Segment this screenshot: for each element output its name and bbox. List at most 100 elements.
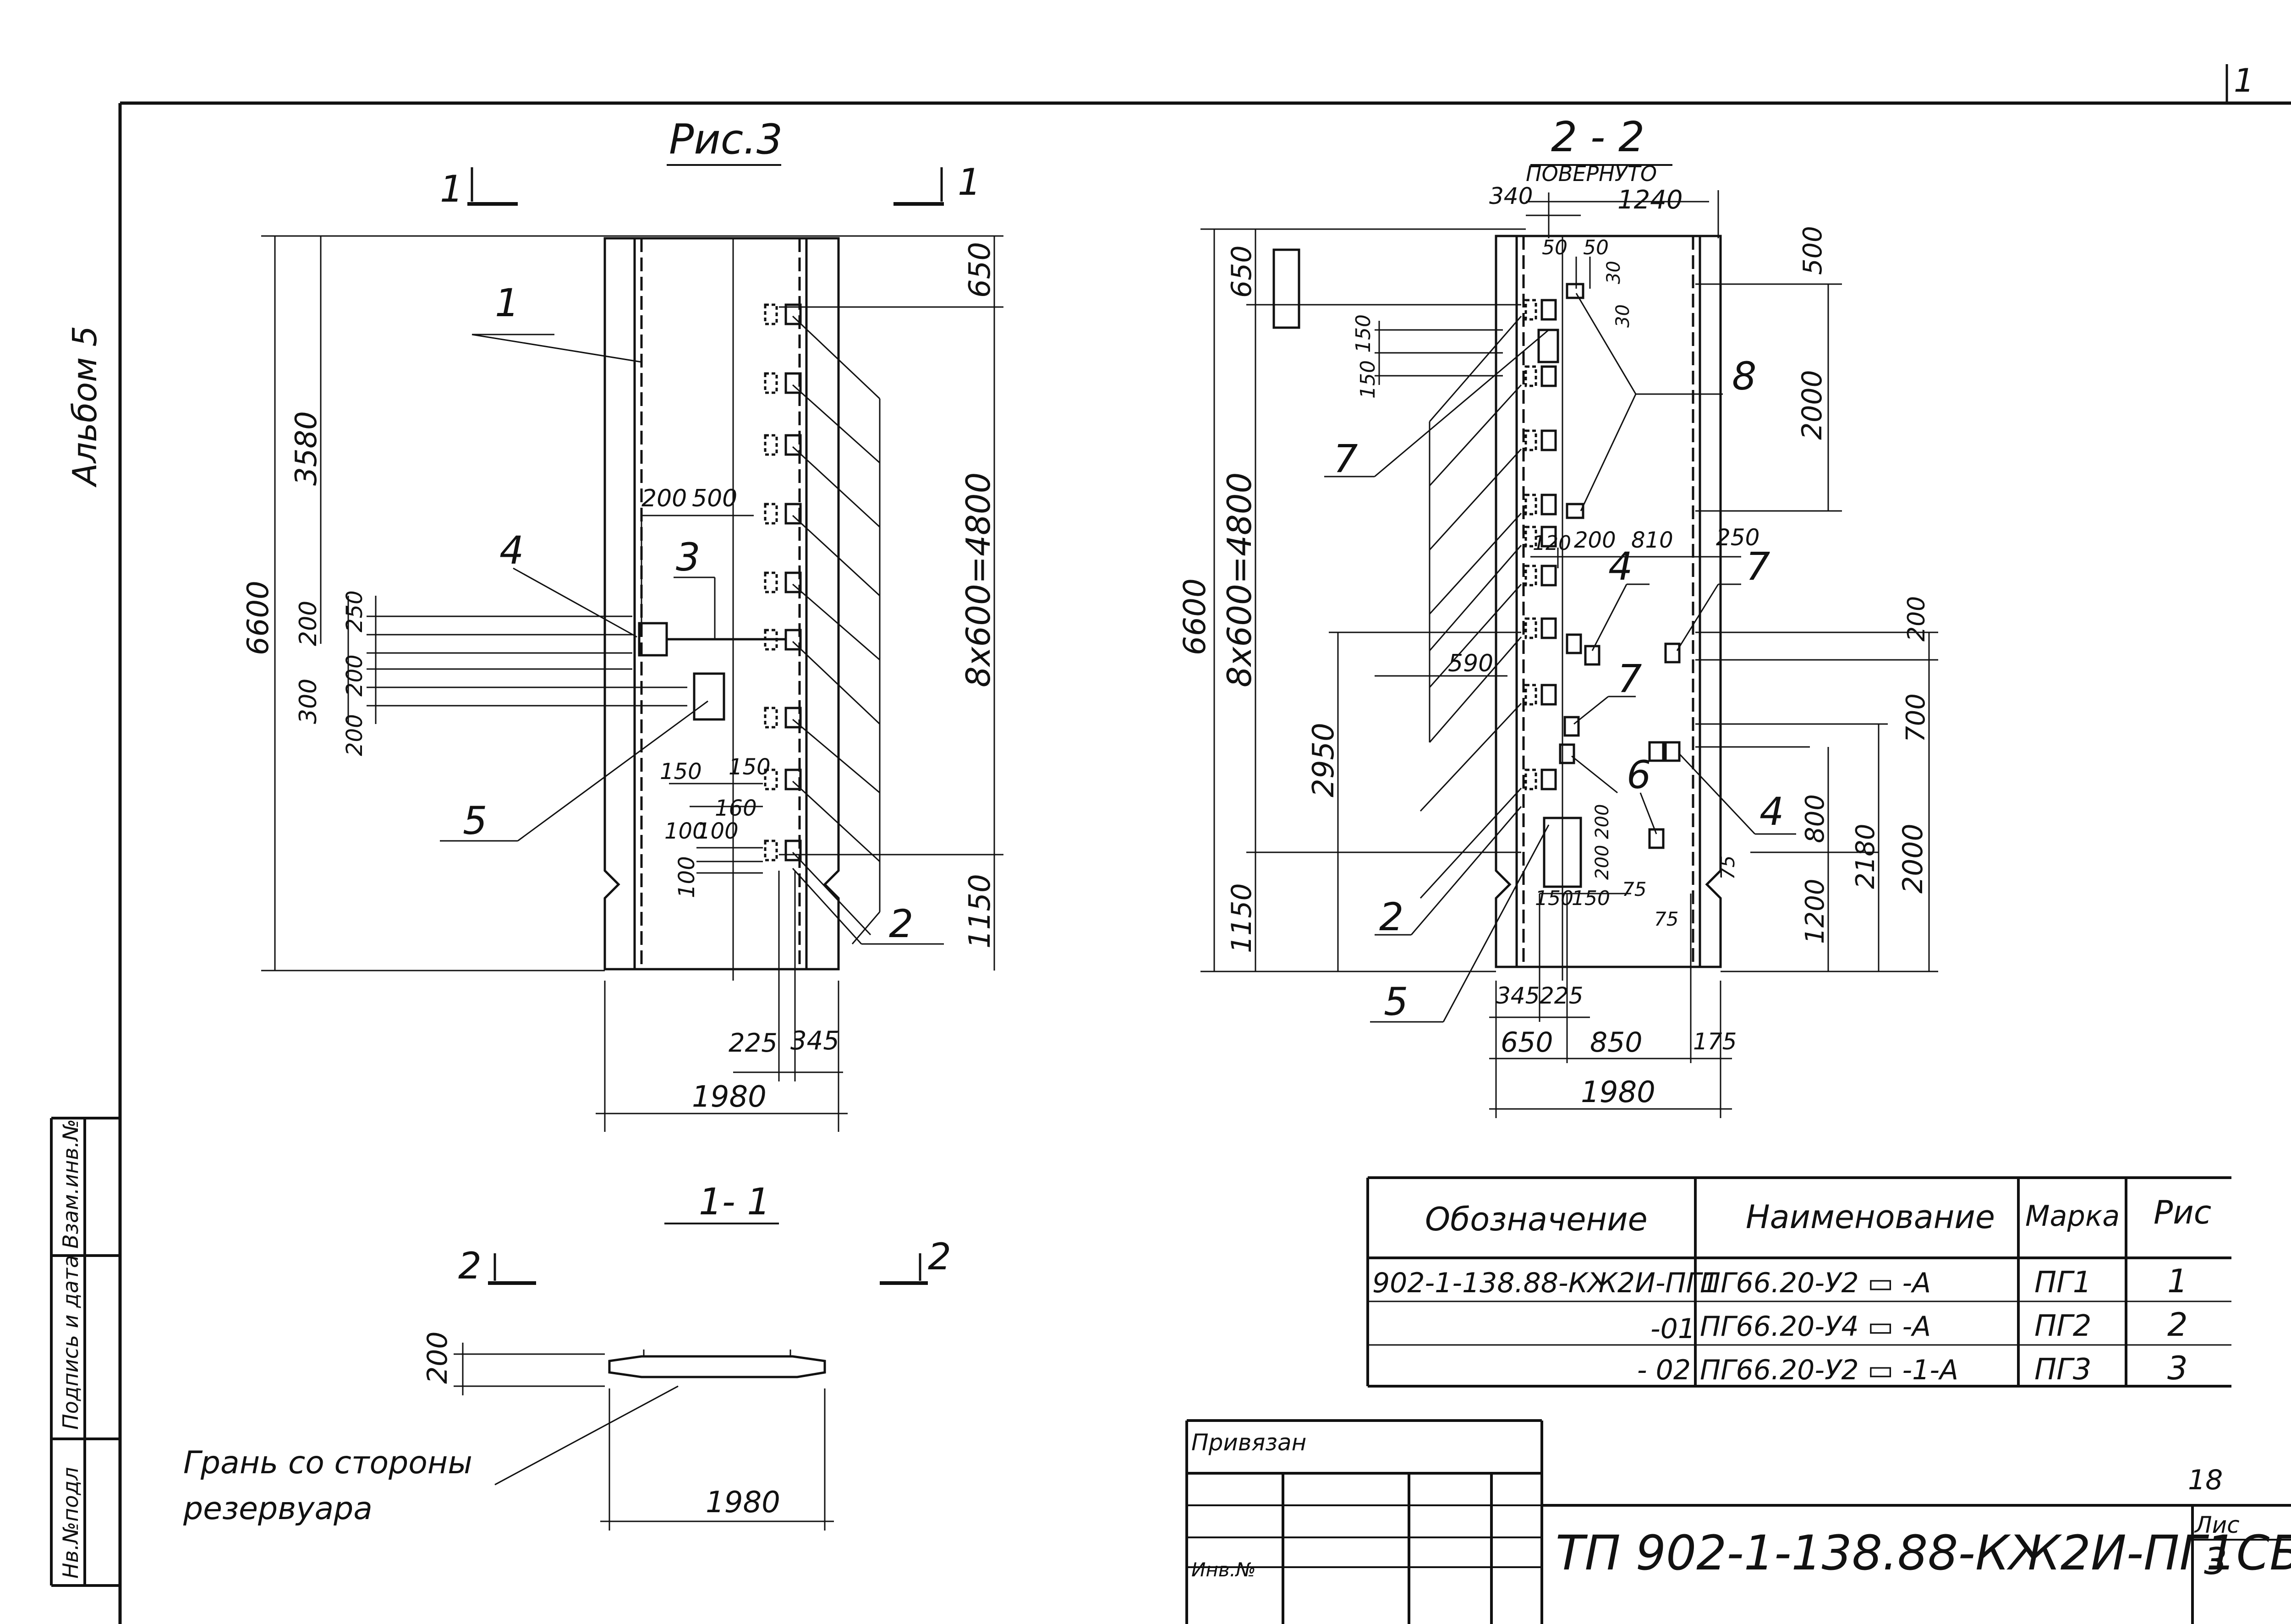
- fig3-dim-1980: 1980: [692, 1080, 767, 1114]
- fig3-dim-8x600: 8x600=4800: [959, 472, 998, 687]
- fig3-dim-500: 500: [692, 485, 737, 512]
- fig3-callout-5: 5: [463, 798, 487, 843]
- section22-dim-2180: 2180: [1851, 823, 1880, 889]
- fig3-title: Рис.3: [669, 115, 783, 164]
- section22-dim-1200: 1200: [1800, 878, 1830, 944]
- section22-dim-200: 200: [1574, 527, 1616, 553]
- section22-dim-200-r: 200: [1903, 596, 1930, 642]
- section22-callout-2: 2: [1379, 894, 1403, 939]
- spec-row3-fig: 3: [2167, 1350, 2188, 1387]
- section22-callout-8: 8: [1732, 354, 1756, 399]
- fig3-dim-160: 160: [715, 796, 757, 821]
- section-2-2-labels: 2 - 2 ПОВЕРНУТО 340 1240 650 6600 8x600=…: [1177, 113, 1931, 1109]
- fig3-callout-2: 2: [889, 901, 913, 946]
- fig3-dim-200: 200: [641, 485, 687, 512]
- side-stamp-text: Нв.№подл Подпись и дата Взам.инв.№: [58, 1119, 83, 1579]
- fig3-dim-150a: 150: [660, 759, 702, 785]
- section22-dim-6600: 6600: [1177, 578, 1212, 655]
- section22-callout-4a: 4: [1608, 544, 1633, 589]
- stamp-inv-podl: Нв.№подл: [58, 1467, 83, 1579]
- section-2-2: [1200, 164, 1938, 1118]
- spec-row1-fig: 1: [2167, 1262, 2188, 1300]
- page-number: 18: [2188, 1464, 2223, 1496]
- fig3-dim-225: 225: [729, 1028, 778, 1058]
- section11-dim-200: 200: [422, 1331, 454, 1384]
- sheet-number: 3: [2204, 1540, 2227, 1583]
- doc-code: ТП 902-1-138.88-КЖ2И-ПГ1СБ: [1556, 1525, 2291, 1581]
- fig3-dim-100c: 100: [674, 856, 700, 898]
- section22-dim-150c: 150: [1535, 887, 1573, 910]
- title-block: [1185, 1419, 2291, 1624]
- fig3-dim-100b: 100: [696, 818, 739, 844]
- fig3-callout-1: 1: [495, 280, 519, 325]
- fig3-callout-4: 4: [499, 528, 524, 573]
- spec-header-mark: Марка: [2025, 1199, 2120, 1233]
- section22-dim-650b: 650: [1501, 1026, 1553, 1059]
- section-1-1-labels: 1- 1 2 2 200 1980 Грань со стороны резер…: [183, 1180, 951, 1527]
- fig3-dim-200a: 200: [295, 601, 322, 646]
- section22-callout-7b: 7: [1746, 544, 1770, 589]
- figure-3: [261, 164, 1003, 1132]
- spec-header-designation: Обозначение: [1425, 1201, 1648, 1238]
- spec-row2-mark: ПГ2: [2034, 1309, 2092, 1343]
- spec-row2-fig: 2: [2167, 1306, 2188, 1344]
- fig3-callout-3: 3: [676, 535, 700, 580]
- spec-table: [1366, 1176, 2231, 1388]
- section22-callout-7c: 7: [1617, 656, 1642, 701]
- section11-dim-1980: 1980: [706, 1486, 780, 1520]
- stamp-vzam-inv: Взам.инв.№: [58, 1119, 83, 1249]
- fig3-dim-200c: 200: [342, 714, 367, 756]
- figure-3-labels: Рис.3 1 1 6600 3580 650 8x600=4800 1150 …: [241, 115, 998, 1114]
- section22-dim-50a: 50: [1542, 236, 1568, 259]
- fig3-dim-1150: 1150: [963, 874, 997, 949]
- fig3-dim-6600: 6600: [241, 581, 275, 655]
- stamp-sign-date: Подпись и дата: [58, 1255, 83, 1430]
- section22-dim-810: 810: [1631, 527, 1673, 553]
- section22-dim-50b: 50: [1583, 236, 1609, 259]
- section22-dim-120: 120: [1533, 532, 1571, 555]
- album-label: Альбом 5: [66, 326, 104, 488]
- section11-mark-right: 2: [928, 1235, 951, 1278]
- section22-dim-1150: 1150: [1226, 883, 1258, 953]
- section22-dim-75c: 75: [1716, 856, 1739, 880]
- spec-row2-designation: -01: [1650, 1313, 1695, 1345]
- inv-label: Инв.№: [1191, 1558, 1256, 1581]
- section22-callout-4b: 4: [1759, 789, 1784, 834]
- section22-dim-2000-top: 2000: [1796, 370, 1828, 440]
- title-block-text: Привязан Инв.№ ТП 902-1-138.88-КЖ2И-ПГ1С…: [1191, 1429, 2291, 1583]
- spec-header-fig: Рис: [2154, 1194, 2211, 1231]
- section22-callout-5: 5: [1384, 979, 1408, 1024]
- section22-dim-75b: 75: [1654, 908, 1678, 930]
- section11-note-1: Грань со стороны: [183, 1445, 472, 1481]
- spec-row1-designation: 902-1-138.88-КЖ2И-ПГ1: [1372, 1267, 1719, 1299]
- spec-row3-mark: ПГ3: [2034, 1353, 2092, 1387]
- section22-title: 2 - 2: [1551, 113, 1644, 161]
- section22-dim-590: 590: [1448, 650, 1493, 677]
- side-stamp: [50, 1117, 121, 1587]
- spec-row1-mark: ПГ1: [2034, 1266, 2092, 1300]
- section22-dim-650: 650: [1226, 245, 1258, 298]
- section11-title: 1- 1: [699, 1180, 770, 1223]
- sheet-label: Лис: [2194, 1512, 2240, 1538]
- section22-dim-2950: 2950: [1307, 723, 1341, 797]
- section11-mark-left: 2: [458, 1245, 482, 1287]
- section22-dim-200-200: 200 200: [1592, 804, 1613, 880]
- section-1-1: [454, 1223, 928, 1531]
- fig3-dim-250: 250: [342, 590, 367, 632]
- spec-row2-name: ПГ66.20-У4 ▭ -А: [1700, 1311, 1931, 1343]
- fig3-dim-345: 345: [790, 1026, 839, 1056]
- section22-dim-30a: 30: [1603, 261, 1624, 284]
- spec-row1-name: ПГ66.20-У2 ▭ -А: [1700, 1267, 1931, 1299]
- section11-note-2: резервуара: [183, 1491, 373, 1527]
- section22-dim-850: 850: [1590, 1026, 1643, 1059]
- spec-header-name: Наименование: [1746, 1198, 1995, 1236]
- fig3-dim-200b: 200: [342, 654, 367, 697]
- section22-dim-345: 345: [1496, 982, 1540, 1009]
- fig3-dim-650: 650: [963, 242, 997, 298]
- section22-dim-75a: 75: [1622, 878, 1646, 900]
- section22-subtitle: ПОВЕРНУТО: [1526, 161, 1657, 186]
- section22-dim-1980: 1980: [1581, 1075, 1655, 1109]
- spec-table-text: Обозначение Наименование Марка Рис 902-1…: [1372, 1194, 2211, 1387]
- bound-label: Привязан: [1191, 1429, 1306, 1456]
